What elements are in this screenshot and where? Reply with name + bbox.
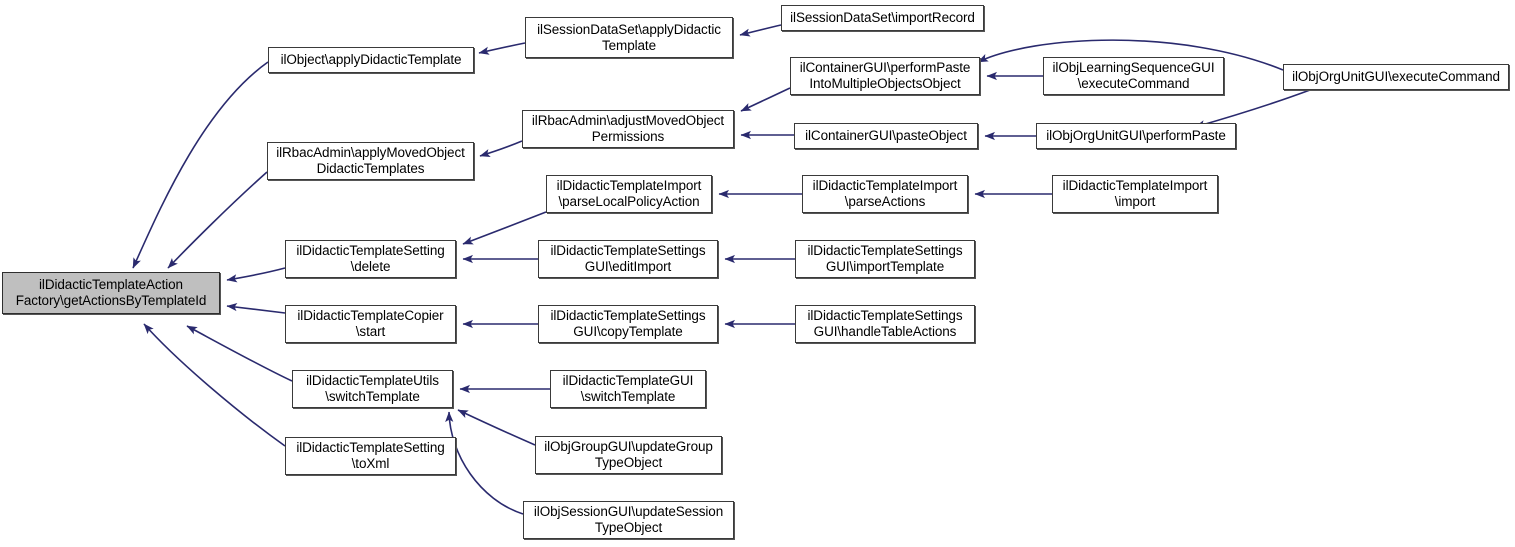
graph-node[interactable]: ilDidacticTemplateGUI \switchTemplate: [550, 370, 706, 408]
graph-node-label: ilDidacticTemplateSettings GUI\copyTempl…: [550, 308, 706, 339]
call-edge: [167, 171, 268, 269]
graph-node[interactable]: ilSessionDataSet\importRecord: [781, 5, 984, 31]
graph-node-label: ilObjSessionGUI\updateSession TypeObject: [533, 504, 724, 535]
call-edge: [479, 140, 523, 157]
graph-node-label: ilContainerGUI\pasteObject: [805, 128, 967, 143]
graph-node-label: ilObjOrgUnitGUI\executeCommand: [1292, 69, 1500, 84]
graph-node[interactable]: ilDidacticTemplateSettings GUI\editImpor…: [538, 240, 718, 278]
graph-node-label: ilDidacticTemplateImport \parseLocalPoli…: [556, 178, 702, 209]
graph-node[interactable]: ilDidacticTemplateSettings GUI\importTem…: [795, 240, 975, 278]
graph-node[interactable]: ilObjSessionGUI\updateSession TypeObject: [523, 501, 734, 539]
call-edge: [457, 409, 536, 446]
graph-node-label: ilDidacticTemplateGUI \switchTemplate: [562, 373, 694, 404]
call-edge: [478, 42, 526, 55]
call-edge: [462, 211, 547, 245]
call-edge: [1194, 89, 1311, 129]
graph-node[interactable]: ilDidacticTemplateSetting \delete: [285, 240, 456, 278]
graph-node-label: ilDidacticTemplateSettings GUI\importTem…: [807, 243, 963, 274]
graph-node-label: ilObjLearningSequenceGUI \executeCommand: [1052, 60, 1215, 91]
graph-node[interactable]: ilSessionDataSet\applyDidactic Template: [525, 17, 733, 58]
graph-node[interactable]: ilObject\applyDidacticTemplate: [268, 47, 474, 73]
graph-node-label: ilDidacticTemplateSettings GUI\editImpor…: [550, 243, 706, 274]
graph-node-label: ilDidacticTemplateSetting \delete: [296, 243, 445, 274]
graph-node[interactable]: ilObjLearningSequenceGUI \executeCommand: [1043, 57, 1224, 95]
graph-node-label: ilContainerGUI\performPaste IntoMultiple…: [799, 60, 971, 91]
graph-node-label: ilRbacAdmin\adjustMovedObject Permission…: [531, 113, 725, 144]
graph-node[interactable]: ilContainerGUI\pasteObject: [794, 123, 978, 149]
call-edge: [226, 303, 286, 314]
call-edge: [740, 87, 791, 112]
graph-node[interactable]: ilDidacticTemplateUtils \switchTemplate: [292, 370, 453, 408]
graph-node[interactable]: ilDidacticTemplateImport \import: [1052, 175, 1218, 213]
graph-node-label: ilSessionDataSet\importRecord: [790, 10, 975, 25]
graph-node-label: ilObjGroupGUI\updateGroup TypeObject: [544, 439, 713, 470]
call-edge: [445, 411, 524, 515]
graph-node[interactable]: ilContainerGUI\performPaste IntoMultiple…: [790, 57, 980, 95]
graph-node[interactable]: ilObjOrgUnitGUI\performPaste: [1036, 123, 1236, 149]
call-edge: [143, 323, 286, 447]
graph-node[interactable]: ilDidacticTemplateImport \parseLocalPoli…: [546, 175, 712, 213]
graph-node-label: ilDidacticTemplateImport \import: [1062, 178, 1208, 209]
graph-node[interactable]: ilRbacAdmin\adjustMovedObject Permission…: [522, 110, 734, 148]
graph-node[interactable]: ilDidacticTemplateSettings GUI\copyTempl…: [538, 305, 718, 343]
graph-node-label: ilObjOrgUnitGUI\performPaste: [1046, 128, 1226, 143]
graph-node-label: ilDidacticTemplateUtils \switchTemplate: [306, 373, 439, 404]
graph-node-label: ilDidacticTemplateCopier \start: [297, 308, 444, 339]
graph-node[interactable]: ilRbacAdmin\applyMovedObject DidacticTem…: [267, 142, 474, 180]
graph-node-label: ilObject\applyDidacticTemplate: [280, 52, 462, 67]
graph-node-current[interactable]: ilDidacticTemplateAction Factory\getActi…: [2, 272, 220, 314]
graph-node[interactable]: ilDidacticTemplateCopier \start: [285, 305, 456, 343]
graph-node[interactable]: ilObjGroupGUI\updateGroup TypeObject: [535, 436, 722, 474]
graph-node-label: ilSessionDataSet\applyDidactic Template: [537, 21, 721, 53]
graph-node-label: ilRbacAdmin\applyMovedObject DidacticTem…: [276, 145, 465, 176]
graph-node[interactable]: ilDidacticTemplateSettings GUI\handleTab…: [795, 305, 975, 343]
call-edge: [739, 24, 782, 37]
graph-node[interactable]: ilDidacticTemplateImport \parseActions: [802, 175, 968, 213]
graph-node-label: ilDidacticTemplateAction Factory\getActi…: [15, 277, 207, 308]
graph-node-label: ilDidacticTemplateSetting \toXml: [296, 440, 445, 471]
call-edge: [132, 61, 269, 269]
call-edge: [186, 325, 293, 382]
call-edge: [226, 267, 286, 283]
graph-node-label: ilDidacticTemplateImport \parseActions: [812, 178, 958, 209]
graph-node[interactable]: ilDidacticTemplateSetting \toXml: [285, 437, 456, 475]
graph-node-label: ilDidacticTemplateSettings GUI\handleTab…: [807, 308, 963, 339]
graph-node[interactable]: ilObjOrgUnitGUI\executeCommand: [1283, 64, 1509, 90]
